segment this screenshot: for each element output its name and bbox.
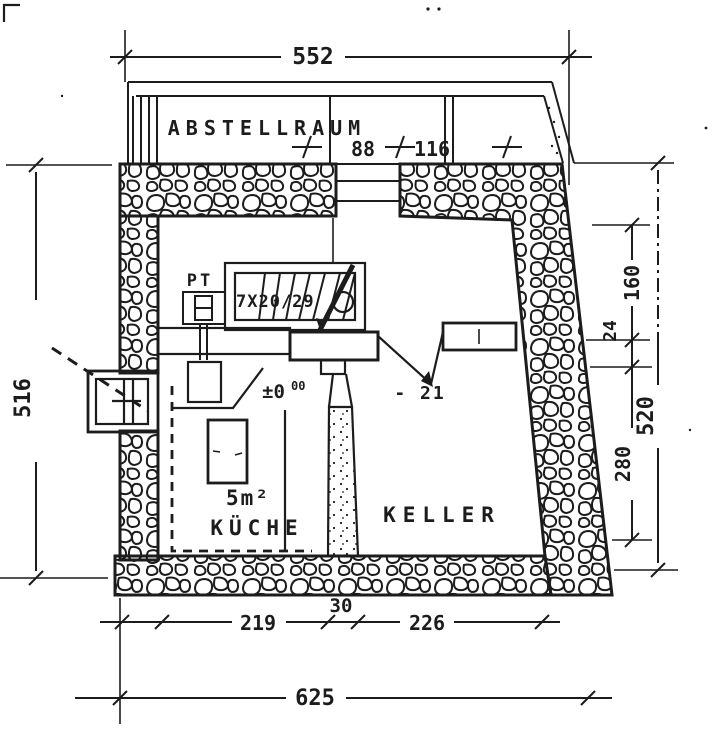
entry-dashed-line [51, 346, 149, 413]
dim-top-width: 552 [292, 44, 334, 70]
stair [223, 218, 367, 332]
level-markers [377, 331, 445, 387]
stair-note: 7X20/29 [236, 292, 315, 312]
level-zero-sup: 00 [291, 379, 305, 393]
top-wall-opening [336, 163, 400, 202]
dim-left-height: 516 [11, 378, 36, 418]
kueche-area-label: 5m² [226, 486, 270, 510]
room-label-abstellraum: ABSTELLRAUM [168, 116, 366, 140]
dim-right-total: 520 [634, 396, 659, 436]
pt-shaft [182, 291, 226, 360]
kitchen-table [206, 418, 249, 485]
dim-bottom-total: 625 [295, 686, 335, 711]
dim-right-upper: 160 [620, 265, 644, 301]
level-zero-label: ±0 [262, 381, 285, 403]
dim-bottom-left: 219 [240, 611, 276, 635]
dim-right-mid: 24 [600, 320, 621, 342]
dim-bottom-total-625 [75, 690, 612, 706]
wall-top-left [118, 162, 338, 218]
stair-arrow-head [316, 318, 327, 330]
dim-top-552 [110, 30, 592, 185]
chimney [326, 405, 360, 558]
pt-label: PT [187, 271, 213, 291]
dim-bottom-right: 226 [409, 611, 445, 635]
kitchen-dashed-boundary [170, 386, 312, 553]
keller-stub [441, 321, 518, 352]
landing-band [156, 326, 380, 408]
wall-bottom [113, 554, 553, 597]
room-label-kueche: KÜCHE [210, 515, 303, 540]
room-label-keller: KELLER [383, 503, 501, 527]
stair-walk-circle [331, 290, 355, 314]
level-minus21-label: - 21 [394, 383, 445, 404]
level-mark-crosses [292, 135, 522, 159]
stair-walk-line [317, 263, 356, 332]
level-mark-116: 116 [414, 137, 450, 161]
scan-artifacts [2, 3, 708, 432]
dim-right-lower: 280 [611, 446, 635, 482]
upper-floor-outline [127, 81, 575, 164]
dim-right-outer-520 [574, 155, 678, 578]
abstellraum-strip [132, 96, 561, 163]
wall-left-lower [118, 429, 160, 562]
dim-left-516 [0, 157, 112, 586]
dim-bottom-row [100, 598, 560, 724]
stone-walls [113, 162, 614, 597]
level-mark-88: 88 [351, 137, 375, 161]
kitchen [170, 360, 312, 553]
down-arrow-head [421, 371, 433, 387]
entry [51, 346, 160, 434]
kitchen-fixture-box [186, 360, 223, 404]
wall-left-upper [118, 214, 160, 375]
dim-bottom-mid: 30 [330, 595, 353, 617]
dim-right-inner [586, 217, 652, 548]
